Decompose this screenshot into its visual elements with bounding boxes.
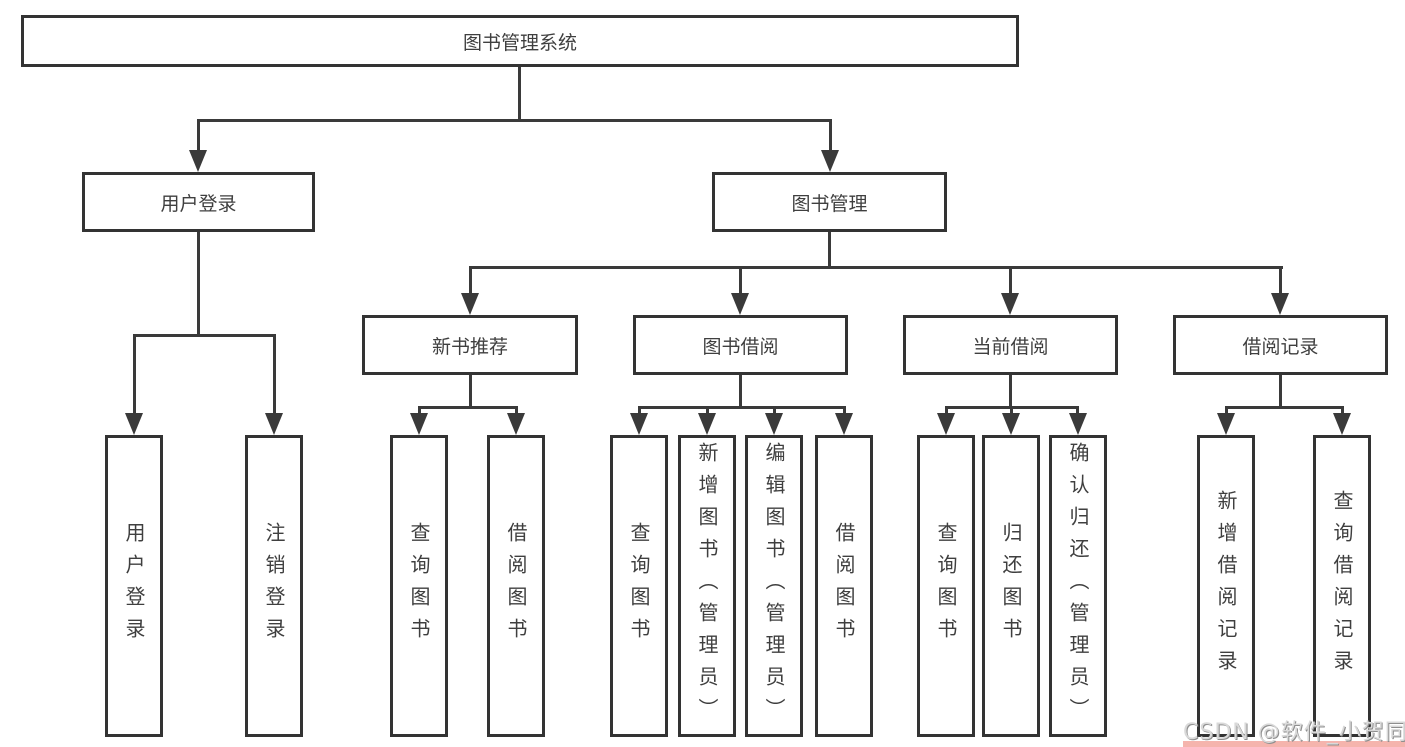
- connector-line: [1279, 375, 1282, 408]
- leaf-label: 用户登录: [122, 522, 146, 650]
- connector-line: [133, 334, 276, 337]
- leaf-label: 确认归还（管理员）: [1066, 442, 1090, 730]
- connector-stem: [773, 406, 776, 416]
- connector-stem: [829, 119, 832, 158]
- connector-stem: [273, 334, 276, 415]
- connector-line: [469, 266, 1283, 269]
- leaf-edit-books-admin: 编辑图书（管理员）: [745, 435, 803, 737]
- arrow-down-icon: [630, 413, 648, 435]
- connector-stem: [469, 266, 472, 296]
- connector-stem: [1341, 406, 1344, 416]
- leaf-label: 借阅图书: [832, 522, 856, 650]
- connector-stem: [638, 406, 641, 416]
- connector-line: [518, 67, 521, 120]
- leaf-label: 编辑图书（管理员）: [762, 442, 786, 730]
- leaf-label: 新增图书（管理员）: [695, 442, 719, 730]
- arrow-down-icon: [821, 150, 839, 172]
- connector-line: [1225, 406, 1343, 409]
- connector-stem: [418, 406, 421, 416]
- leaf-label: 借阅图书: [504, 522, 528, 650]
- arrow-down-icon: [698, 413, 716, 435]
- watermark-strip: [1183, 741, 1405, 747]
- connector-stem: [1225, 406, 1228, 416]
- leaf-label: 注销登录: [262, 522, 286, 650]
- node-library-management-system: 图书管理系统: [21, 15, 1019, 67]
- arrow-down-icon: [189, 150, 207, 172]
- connector-line: [1009, 375, 1012, 408]
- connector-stem: [133, 334, 136, 415]
- leaf-borrow-books: 借阅图书: [815, 435, 873, 737]
- leaf-query-borrow-record: 查询借阅记录: [1313, 435, 1371, 737]
- arrow-down-icon: [410, 413, 428, 435]
- leaf-label: 新增借阅记录: [1214, 490, 1238, 682]
- node-user-login: 用户登录: [82, 172, 315, 232]
- connector-stem: [706, 406, 709, 416]
- node-new-book-recommend: 新书推荐: [362, 315, 578, 375]
- arrow-down-icon: [835, 413, 853, 435]
- leaf-query-books-recommend: 查询图书: [390, 435, 448, 737]
- connector-stem: [945, 406, 948, 416]
- leaf-query-books-borrow: 查询图书: [610, 435, 668, 737]
- leaf-label: 查询图书: [407, 522, 431, 650]
- leaf-label: 归还图书: [999, 522, 1023, 650]
- connector-line: [418, 406, 518, 409]
- leaf-logout: 注销登录: [245, 435, 303, 737]
- connector-stem: [843, 406, 846, 416]
- arrow-down-icon: [1002, 413, 1020, 435]
- connector-stem: [197, 119, 200, 158]
- connector-stem: [739, 266, 742, 296]
- connector-stem: [1279, 266, 1282, 296]
- connector-line: [197, 119, 832, 122]
- leaf-return-books: 归还图书: [982, 435, 1040, 737]
- arrow-down-icon: [731, 293, 749, 315]
- node-borrow-records: 借阅记录: [1173, 315, 1388, 375]
- leaf-borrow-books-recommend: 借阅图书: [487, 435, 545, 737]
- leaf-label: 查询图书: [627, 522, 651, 650]
- leaf-label: 查询图书: [934, 522, 958, 650]
- leaf-query-books-current: 查询图书: [917, 435, 975, 737]
- arrow-down-icon: [1069, 413, 1087, 435]
- csdn-watermark: CSDN @软件_小贺同学: [1183, 720, 1405, 745]
- connector-line: [469, 375, 472, 408]
- arrow-down-icon: [937, 413, 955, 435]
- connector-stem: [1076, 406, 1079, 416]
- arrow-down-icon: [125, 413, 143, 435]
- connector-line: [638, 406, 846, 409]
- connector-stem: [1010, 406, 1013, 416]
- arrow-down-icon: [1271, 293, 1289, 315]
- arrow-down-icon: [1217, 413, 1235, 435]
- leaf-label: 查询借阅记录: [1330, 490, 1354, 682]
- connector-line: [828, 232, 831, 269]
- leaf-add-borrow-record: 新增借阅记录: [1197, 435, 1255, 737]
- leaf-user-login: 用户登录: [105, 435, 163, 737]
- arrow-down-icon: [1333, 413, 1351, 435]
- connector-stem: [515, 406, 518, 416]
- connector-line: [739, 375, 742, 408]
- arrow-down-icon: [265, 413, 283, 435]
- arrow-down-icon: [765, 413, 783, 435]
- connector-stem: [1009, 266, 1012, 296]
- arrow-down-icon: [507, 413, 525, 435]
- leaf-confirm-return-admin: 确认归还（管理员）: [1049, 435, 1107, 737]
- arrow-down-icon: [461, 293, 479, 315]
- node-book-management: 图书管理: [712, 172, 947, 232]
- connector-line: [197, 232, 200, 336]
- arrow-down-icon: [1001, 293, 1019, 315]
- node-current-borrow: 当前借阅: [903, 315, 1118, 375]
- node-book-borrow: 图书借阅: [633, 315, 848, 375]
- leaf-add-books-admin: 新增图书（管理员）: [678, 435, 736, 737]
